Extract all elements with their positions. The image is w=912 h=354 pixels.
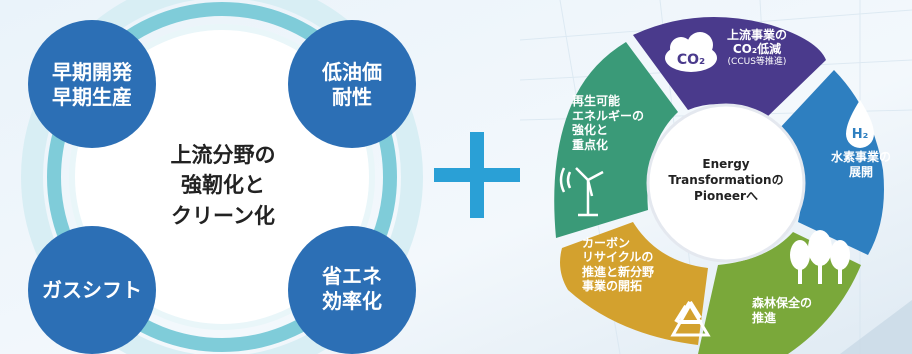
plus-icon — [434, 132, 520, 218]
outer-ring — [21, 0, 423, 354]
right-wheel: CO₂ H₂ — [554, 17, 884, 354]
segment-ccus-label: 上流事業の CO₂低減 (CCUS等推進) — [726, 28, 787, 67]
wheel-center — [648, 105, 804, 261]
co2-cloud-icon: CO₂ — [665, 32, 717, 72]
segment-carbon-recycle-label: カーボン リサイクルの 推進と新分野 事業の開拓 — [582, 236, 655, 294]
hydrogen-drop-icon: H₂ — [846, 100, 874, 148]
segment-renewable-label: 再生可能 エネルギーの 強化と 重点化 — [572, 94, 645, 152]
circle-gas-shift-label: ガスシフト — [42, 278, 142, 302]
wind-turbine-icon — [559, 167, 604, 217]
segment-hydrogen-label: 水素事業の 展開 — [830, 150, 891, 179]
segment-carbon-recycle — [560, 222, 708, 345]
middle-ring — [47, 2, 397, 352]
circle-energy-efficiency-label: 省エネ 効率化 — [322, 264, 382, 313]
recycle-icon — [670, 300, 711, 337]
h2-icon-text: H₂ — [852, 127, 869, 142]
co2-icon-text: CO₂ — [677, 52, 705, 68]
left-diagram — [21, 0, 423, 354]
segment-forest-label: 森林保全の 推進 — [752, 296, 813, 325]
circle-low-oil-price-label: 低油価 耐性 — [322, 60, 382, 109]
circle-gas-shift — [28, 226, 156, 354]
circle-early-development-label: 早期開発 早期生産 — [52, 60, 132, 109]
circle-low-oil-price — [288, 20, 416, 148]
trees-icon — [790, 230, 850, 284]
right-center-title: Energy Transformationの Pioneerへ — [668, 157, 784, 204]
left-center-title: 上流分野の 強靭化と クリーン化 — [170, 143, 276, 228]
circle-early-development — [28, 20, 156, 148]
circle-energy-efficiency — [288, 226, 416, 354]
